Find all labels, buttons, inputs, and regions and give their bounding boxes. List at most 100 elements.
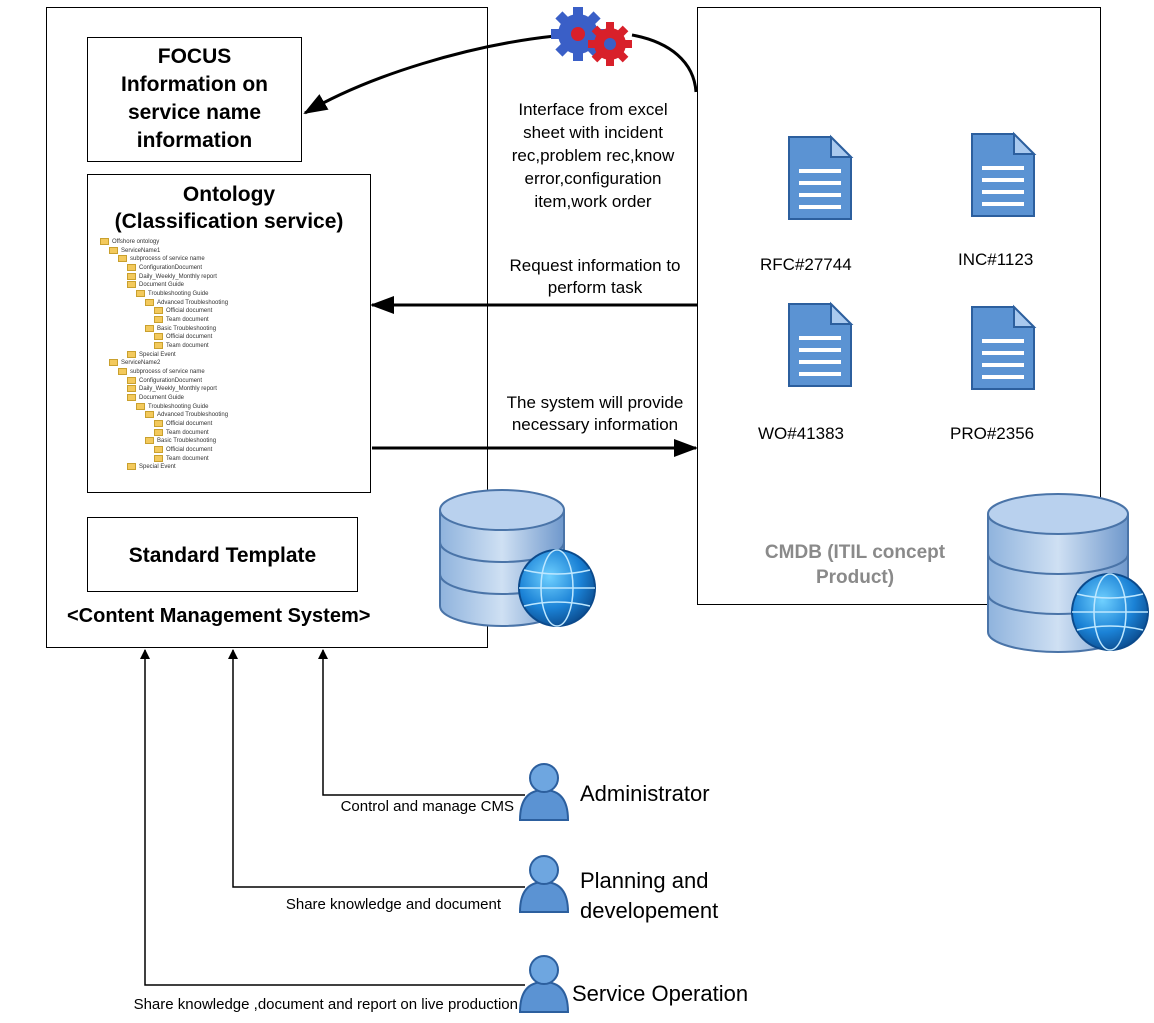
interface-arrow — [303, 34, 556, 115]
ontology-box: Ontology (Classification service) — [87, 174, 371, 493]
tree-node: ConfigurationDocument — [100, 376, 228, 386]
folder-icon — [127, 272, 136, 280]
tree-node: Basic Troubleshooting — [100, 324, 228, 334]
service-operation-user-icon — [518, 955, 570, 1013]
doc-label-rfc: RFC#27744 — [760, 255, 852, 274]
tree-node-label: Advanced Troubleshooting — [157, 412, 229, 419]
cmdb-label-line-1: CMDB (ITIL concept — [764, 542, 946, 563]
ontology-title: Ontology — [182, 183, 276, 206]
tree-node: Basic Troubleshooting — [100, 437, 228, 446]
folder-icon — [127, 281, 136, 289]
tree-node: Daily_Weekly_Monthly report — [100, 272, 228, 282]
tree-node: ConfigurationDocument — [100, 264, 228, 273]
tree-node-label: Official document — [166, 334, 213, 341]
tree-node-label: Team document — [166, 455, 209, 462]
focus-line-1: Information on — [121, 73, 268, 96]
tree-node-label: Document Guide — [139, 282, 185, 289]
folder-icon — [100, 238, 109, 245]
folder-icon — [154, 454, 163, 462]
interface-label: Interface from excel sheet with incident… — [498, 98, 688, 213]
tree-node: subprocess of service name — [100, 368, 228, 377]
doc-label-inc: INC#1123 — [958, 250, 1034, 269]
planning-name: Planning and developement — [580, 866, 718, 926]
operation-edge-label: Share knowledge ,document and report on … — [133, 996, 518, 1013]
tree-node-label: Team document — [166, 429, 209, 436]
tree-node: Special Event — [100, 350, 228, 360]
cmdb-database-icon — [987, 493, 1149, 653]
interface-line-2: sheet with incident — [523, 123, 663, 142]
document-icon — [788, 301, 854, 387]
tree-node-label: Troubleshooting Guide — [148, 403, 209, 410]
provide-label: The system will provide necessary inform… — [482, 392, 708, 436]
tree-node: Special Event — [100, 463, 228, 472]
tree-node-label: subprocess of service name — [130, 256, 205, 263]
standard-template-box: Standard Template — [87, 517, 358, 592]
tree-node-label: Document Guide — [139, 395, 185, 402]
planning-edge-label: Share knowledge and document — [285, 896, 501, 913]
administrator-edge-label: Control and manage CMS — [340, 798, 514, 815]
folder-icon — [109, 246, 118, 254]
planning-connector — [228, 649, 525, 888]
tree-node: ServiceName2 — [100, 359, 228, 368]
gears-icon — [551, 7, 632, 66]
folder-icon — [118, 255, 127, 263]
tree-node-label: Team document — [166, 343, 209, 350]
doc-label-wo: WO#41383 — [758, 424, 844, 443]
folder-icon — [145, 324, 154, 332]
focus-title: FOCUS — [157, 45, 232, 68]
cms-panel — [46, 7, 488, 648]
interface-line-5: item,work order — [534, 192, 652, 211]
tree-node: subprocess of service name — [100, 255, 228, 264]
tree-node: Document Guide — [100, 281, 228, 290]
folder-icon — [154, 428, 163, 436]
tree-node-label: ConfigurationDocument — [139, 377, 203, 384]
tree-node: Official document — [100, 307, 228, 316]
tree-node: Daily_Weekly_Monthly report — [100, 385, 228, 394]
tree-node-label: ServiceName1 — [121, 247, 161, 254]
tree-node-label: Daily_Weekly_Monthly report — [139, 273, 217, 280]
provide-line-2: necessary information — [511, 415, 679, 434]
tree-node-label: Troubleshooting Guide — [148, 291, 209, 298]
focus-box: FOCUS Information on service name inform… — [87, 37, 302, 162]
folder-icon — [154, 446, 163, 454]
request-line-1: Request information to — [509, 256, 681, 275]
interface-line-4: error,configuration — [524, 169, 662, 188]
folder-icon — [127, 394, 136, 402]
planning-name-line-1: Planning and — [580, 868, 709, 893]
tree-node: Advanced Troubleshooting — [100, 411, 228, 420]
tree-node: Advanced Troubleshooting — [100, 298, 228, 308]
tree-node-label: ConfigurationDocument — [139, 265, 203, 272]
folder-icon — [145, 298, 154, 306]
interface-line — [631, 33, 698, 93]
operation-connector — [140, 649, 525, 986]
tree-node: Troubleshooting Guide — [100, 290, 228, 299]
interface-line-1: Interface from excel — [518, 100, 668, 119]
tree-node-label: Basic Troubleshooting — [157, 325, 217, 332]
interface-line-3: rec,problem rec,know — [511, 146, 675, 165]
tree-node: Team document — [100, 316, 228, 325]
document-icon — [788, 134, 854, 220]
tree-node: Document Guide — [100, 394, 228, 403]
tree-node-label: Special Event — [139, 351, 176, 358]
folder-icon — [145, 411, 154, 419]
tree-node: Offshore ontology — [100, 238, 228, 247]
tree-node: Official document — [100, 333, 228, 342]
folder-icon — [118, 368, 127, 376]
tree-node-label: Team document — [166, 317, 209, 324]
folder-icon — [154, 316, 163, 324]
folder-icon — [154, 333, 163, 341]
tree-node: Team document — [100, 454, 228, 464]
folder-icon — [154, 307, 163, 315]
cmdb-label: CMDB (ITIL concept Product) — [715, 540, 995, 590]
folder-icon — [154, 342, 163, 350]
tree-node-label: Offshore ontology — [112, 239, 160, 246]
administrator-user-icon — [518, 763, 570, 821]
tree-node: Troubleshooting Guide — [100, 402, 228, 412]
document-icon — [971, 304, 1037, 390]
doc-label-pro: PRO#2356 — [950, 424, 1035, 443]
folder-icon — [136, 290, 145, 298]
tree-node-label: subprocess of service name — [130, 369, 205, 376]
request-label: Request information to perform task — [482, 255, 708, 299]
